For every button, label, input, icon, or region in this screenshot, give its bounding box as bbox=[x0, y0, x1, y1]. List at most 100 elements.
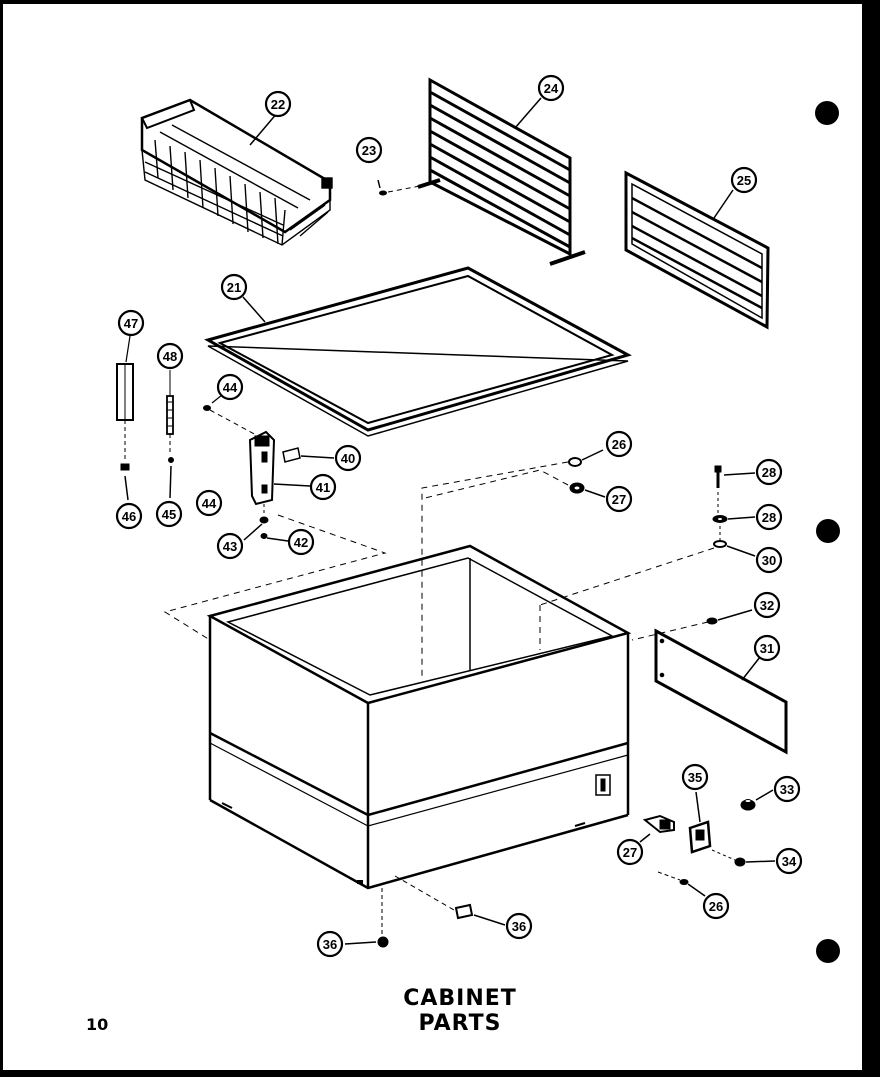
right-guide-lines bbox=[539, 547, 715, 641]
scan-border-right bbox=[862, 0, 880, 1077]
callout-label: 22 bbox=[271, 97, 285, 112]
hinge-cap bbox=[282, 447, 335, 463]
callout-33: 33 bbox=[773, 775, 801, 803]
clip-part-37 bbox=[639, 814, 675, 843]
leader-47 bbox=[125, 335, 131, 363]
callout-label: 30 bbox=[762, 553, 776, 568]
evaporator-grille bbox=[417, 77, 586, 266]
wire-basket bbox=[140, 98, 333, 246]
hinge-washers bbox=[243, 504, 289, 542]
callout-28-top: 28 bbox=[755, 458, 783, 486]
callout-28: 28 bbox=[755, 503, 783, 531]
screw-part-32 bbox=[706, 609, 753, 625]
hinge-bracket-parts bbox=[116, 363, 134, 501]
grommet-part-33 bbox=[740, 789, 774, 811]
screw-part-23 bbox=[377, 179, 421, 196]
callout-31: 31 bbox=[753, 634, 781, 662]
callout-41: 41 bbox=[309, 473, 337, 501]
callout-label: 27 bbox=[623, 845, 637, 860]
callout-label: 42 bbox=[294, 535, 308, 550]
hinge-spring-parts bbox=[166, 370, 174, 499]
leader-24 bbox=[514, 97, 542, 129]
page-title: CABINET PARTS bbox=[403, 986, 517, 1036]
callout-32: 32 bbox=[753, 591, 781, 619]
callout-35: 35 bbox=[681, 763, 709, 791]
callout-40: 40 bbox=[334, 444, 362, 472]
binder-hole-bottom bbox=[816, 939, 840, 963]
callout-24: 24 bbox=[537, 74, 565, 102]
lid-gasket bbox=[204, 266, 632, 437]
callout-label: 27 bbox=[612, 492, 626, 507]
top-guide-lines bbox=[421, 461, 569, 680]
callout-label: 45 bbox=[162, 507, 176, 522]
callout-label: 23 bbox=[362, 143, 376, 158]
leader-25 bbox=[713, 189, 734, 219]
callout-label: 34 bbox=[782, 854, 797, 869]
callout-label: 48 bbox=[163, 349, 177, 364]
callout-37: 27 bbox=[616, 838, 644, 866]
callout-42: 42 bbox=[287, 528, 315, 556]
binder-holes bbox=[815, 101, 840, 963]
bumper-part-36 bbox=[394, 875, 506, 926]
callout-label: 47 bbox=[124, 316, 138, 331]
hinge-assembly bbox=[248, 430, 311, 506]
screw-part-26-lower bbox=[657, 871, 706, 897]
binder-hole-middle bbox=[816, 519, 840, 543]
callout-30: 30 bbox=[755, 546, 783, 574]
callout-25: 25 bbox=[730, 166, 758, 194]
callout-label: 26 bbox=[709, 899, 723, 914]
callout-label: 40 bbox=[341, 451, 355, 466]
callout-label: 36 bbox=[323, 937, 337, 952]
top-fasteners bbox=[568, 449, 606, 498]
hinge-guide-lines bbox=[163, 514, 387, 641]
screw-part-44 bbox=[203, 394, 259, 437]
callout-label: 28 bbox=[762, 510, 776, 525]
callout-44: 44 bbox=[195, 489, 223, 517]
callout-22: 22 bbox=[264, 90, 292, 118]
callout-26-top: 26 bbox=[605, 430, 633, 458]
callout-label: 24 bbox=[544, 81, 559, 96]
callout-label: 41 bbox=[316, 480, 330, 495]
compartment-cover bbox=[654, 628, 788, 755]
right-fasteners bbox=[712, 465, 756, 557]
callout-label: 28 bbox=[762, 465, 776, 480]
callout-46: 46 bbox=[115, 502, 143, 530]
thermostat-control bbox=[688, 791, 712, 854]
callout-34: 34 bbox=[775, 847, 803, 875]
callout-label: 26 bbox=[612, 437, 626, 452]
callout-47: 47 bbox=[117, 309, 145, 337]
leveling-leg bbox=[344, 888, 389, 948]
callout-48: 48 bbox=[156, 342, 184, 370]
callout-label: 43 bbox=[223, 539, 237, 554]
callout-44-top: 44 bbox=[216, 373, 244, 401]
page-number: 10 bbox=[86, 1015, 109, 1034]
scan-border-top bbox=[0, 0, 880, 4]
callout-26-bottom: 26 bbox=[702, 892, 730, 920]
leader-21 bbox=[242, 296, 266, 323]
rear-panel bbox=[624, 170, 770, 330]
callout-label: 44 bbox=[223, 380, 238, 395]
callout-label: 21 bbox=[227, 280, 241, 295]
callout-label: 32 bbox=[760, 598, 774, 613]
callout-label: 25 bbox=[737, 173, 751, 188]
callout-label: 31 bbox=[760, 641, 774, 656]
callout-36-right: 36 bbox=[505, 912, 533, 940]
callout-label: 44 bbox=[202, 496, 217, 511]
leader-22 bbox=[249, 111, 279, 146]
callout-label: 36 bbox=[512, 919, 526, 934]
callout-45: 45 bbox=[155, 500, 183, 528]
scan-border-left bbox=[0, 0, 3, 1077]
callout-21: 21 bbox=[220, 273, 248, 301]
callout-label: 33 bbox=[780, 782, 794, 797]
callout-43: 43 bbox=[216, 532, 244, 560]
callout-27-top: 27 bbox=[605, 485, 633, 513]
callout-label: 46 bbox=[122, 509, 136, 524]
knob-part-34 bbox=[711, 849, 776, 867]
scan-border-bottom bbox=[0, 1070, 880, 1077]
callout-36-left: 36 bbox=[316, 930, 344, 958]
cabinet-body bbox=[206, 544, 632, 890]
binder-hole-top bbox=[815, 101, 839, 125]
callout-23: 23 bbox=[355, 136, 383, 164]
